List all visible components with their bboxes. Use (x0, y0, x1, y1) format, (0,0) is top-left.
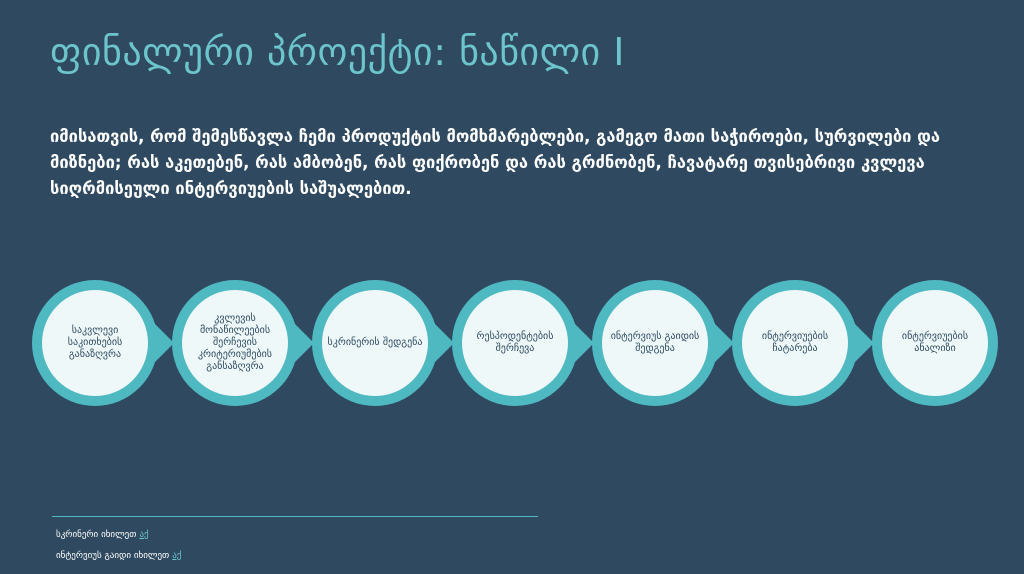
interview-guide-note-text: ინტერვიუს გაიდი იხილეთ (56, 551, 170, 561)
process-step-label: რესპოდენტების შერჩევა (476, 331, 554, 354)
process-step-circle (462, 290, 568, 396)
process-step-7: ინტერვიუების ანალიზი (880, 288, 990, 398)
process-arrow (292, 321, 314, 365)
process-step-1: საკვლევი საკითხების განაზღვრა (40, 288, 150, 398)
process-flow: საკვლევი საკითხების განაზღვრა კვლევის მო… (30, 278, 1010, 408)
process-step-2: კვლევის მონაწილეების შერჩევის კრიტერიუმე… (180, 288, 290, 398)
process-arrow (572, 321, 594, 365)
screener-note-text: სკრინერი იხილეთ (56, 530, 137, 540)
process-step-label: კვლევის მონაწილეების შერჩევის კრიტერიუმე… (197, 313, 273, 372)
process-step-label: ინტერვიუს გაიდის შედგენა (610, 331, 700, 354)
process-arrow (852, 321, 874, 365)
process-step-label: სკრინერის შედგენა (327, 337, 423, 348)
process-step-6: ინტერვიუების ჩატარება (740, 288, 850, 398)
process-arrow (152, 321, 174, 365)
process-step-circle (42, 290, 148, 396)
process-step-label: ინტერვიუების ანალიზი (901, 331, 969, 354)
process-arrow (432, 321, 454, 365)
process-arrow (712, 321, 734, 365)
screener-link[interactable]: აქ (139, 530, 149, 540)
process-step-circle (322, 290, 428, 396)
process-step-5: ინტერვიუს გაიდის შედგენა (600, 288, 710, 398)
process-step-label: საკვლევი საკითხების განაზღვრა (67, 325, 123, 360)
process-step-circle (182, 290, 288, 396)
interview-guide-link[interactable]: აქ (172, 551, 182, 561)
process-step-circle (602, 290, 708, 396)
intro-paragraph: იმისათვის, რომ შემესწავლა ჩემი პროდუქტის… (50, 127, 941, 198)
process-step-circle (742, 290, 848, 396)
process-flow-graphic (32, 280, 998, 406)
process-step-3: სკრინერის შედგენა (320, 288, 430, 398)
process-step-label: ინტერვიუების ჩატარება (761, 331, 829, 354)
footer-divider (52, 516, 538, 517)
slide-title: ფინალური პროექტი: ნაწილი I (50, 30, 625, 74)
process-step-circle (882, 290, 988, 396)
process-step-4: რესპოდენტების შერჩევა (460, 288, 570, 398)
